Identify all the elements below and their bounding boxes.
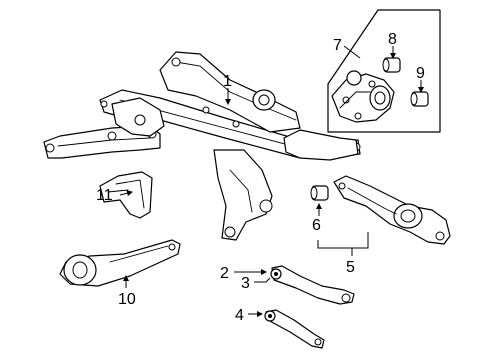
- callout-11: 11: [96, 187, 113, 204]
- callout-3: 3: [241, 275, 250, 292]
- subframe-crossmember: [43, 51, 361, 241]
- callout-2: 2: [220, 265, 229, 282]
- callout-6: 6: [312, 217, 321, 234]
- callout-5: 5: [346, 259, 355, 276]
- lateral-link-part-2: [270, 265, 355, 305]
- callout-10: 10: [118, 291, 136, 308]
- bracket-part-11: [99, 171, 153, 219]
- callout-4: 4: [235, 307, 244, 324]
- callouts: 1 2 3 4 5 6 7 8 9 10 11: [96, 31, 425, 324]
- trailing-arm-part-10: [59, 239, 181, 287]
- toe-link-part-4: [264, 309, 325, 349]
- control-arm-part-5: [310, 175, 451, 245]
- callout-7: 7: [333, 37, 342, 54]
- callout-1: 1: [223, 73, 232, 90]
- callout-8: 8: [388, 31, 397, 48]
- knuckle-inset: [327, 9, 441, 133]
- leader-lines: [119, 45, 424, 317]
- callout-9: 9: [416, 65, 425, 82]
